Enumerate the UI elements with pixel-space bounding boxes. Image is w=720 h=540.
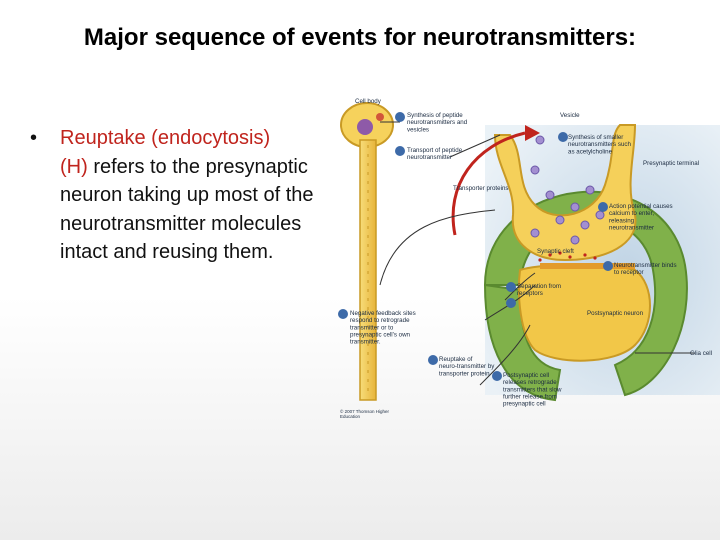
label-presynaptic-terminal: Presynaptic terminal bbox=[643, 160, 699, 167]
bullet-point: • Reuptake (endocytosis) (H) refers to th… bbox=[30, 124, 330, 267]
presynaptic-terminal bbox=[493, 124, 637, 262]
label-transporter: Transporter proteins bbox=[453, 185, 508, 192]
label-synaptic-cleft: Synaptic cleft bbox=[537, 248, 574, 255]
vesicles bbox=[530, 135, 605, 245]
step-badges bbox=[338, 112, 613, 381]
label-cell-body: Cell body bbox=[355, 98, 382, 105]
label-postsynaptic: Postsynaptic neuron bbox=[587, 310, 644, 317]
bullet-highlight-letter: (H) bbox=[60, 155, 88, 178]
nucleus bbox=[357, 119, 373, 135]
slide-title: Major sequence of events for neurotransm… bbox=[83, 24, 637, 51]
label-glia: Glia cell bbox=[690, 350, 712, 357]
axon bbox=[359, 139, 377, 401]
bullet-marker: • bbox=[30, 127, 38, 149]
bullet-text: Reuptake (endocytosis) (H) refers to the … bbox=[60, 124, 330, 267]
reuptake-arrow bbox=[451, 131, 526, 236]
bullet-highlight: Reuptake (endocytosis) bbox=[60, 127, 271, 149]
label-vesicle: Vesicle bbox=[560, 112, 580, 119]
bullet-rest: refers to the presynaptic neuron taking … bbox=[60, 155, 314, 264]
